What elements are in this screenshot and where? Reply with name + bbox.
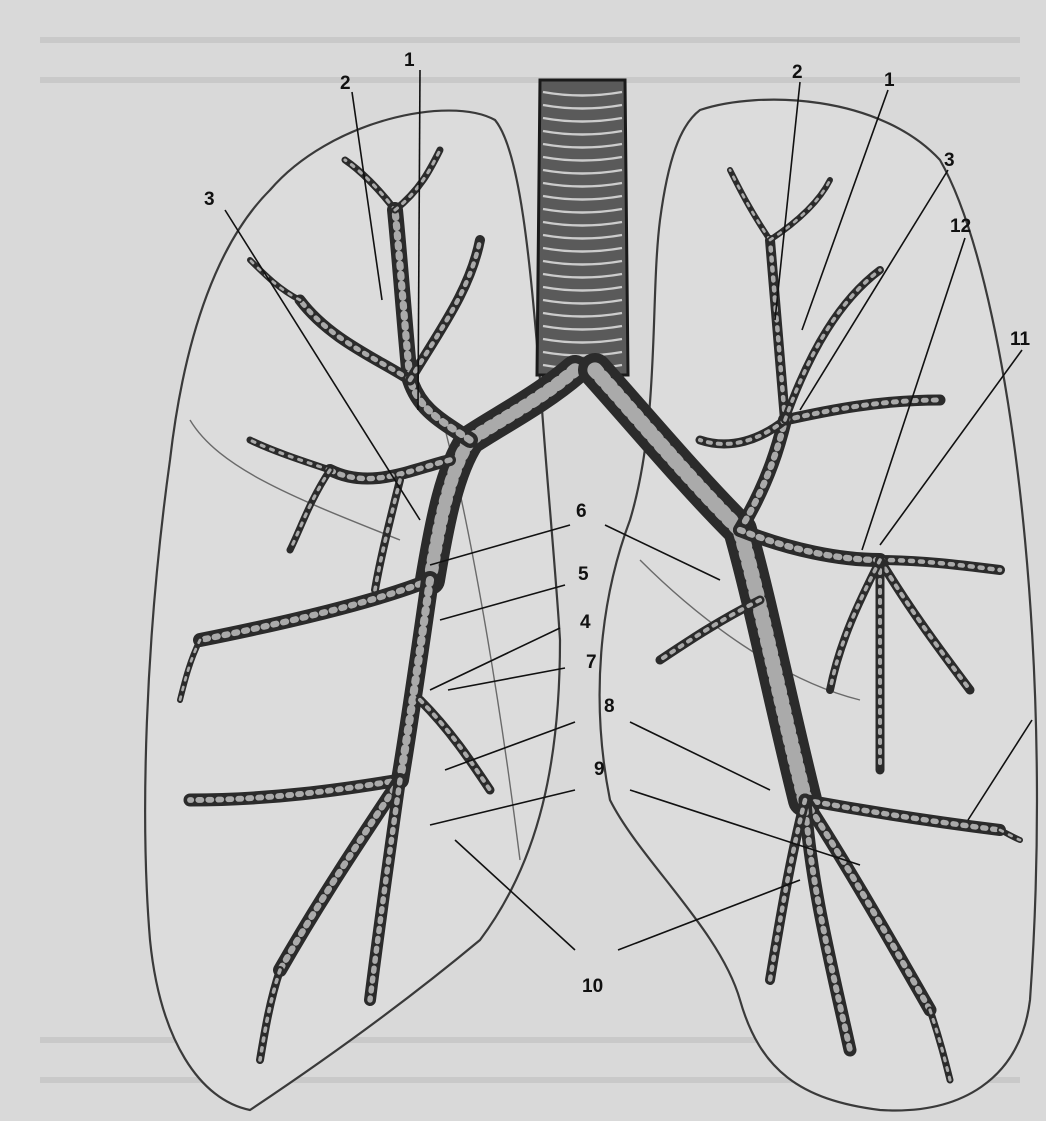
- label-right-1: 1: [404, 50, 415, 71]
- label-7: 7: [586, 652, 597, 673]
- trachea: [537, 80, 628, 375]
- label-6: 6: [576, 501, 587, 522]
- label-5: 5: [578, 564, 589, 585]
- label-10: 10: [582, 976, 603, 997]
- label-12: 12: [950, 216, 971, 237]
- label-11: 11: [1010, 329, 1031, 350]
- label-right-2: 2: [340, 73, 351, 94]
- label-left-2: 2: [792, 62, 803, 83]
- label-left-1: 1: [884, 70, 895, 91]
- label-9: 9: [594, 759, 605, 780]
- label-4: 4: [580, 612, 591, 633]
- label-right-3: 3: [204, 189, 215, 210]
- label-8: 8: [604, 696, 615, 717]
- label-left-3: 3: [944, 150, 955, 171]
- left-lung-outline: [600, 100, 1037, 1111]
